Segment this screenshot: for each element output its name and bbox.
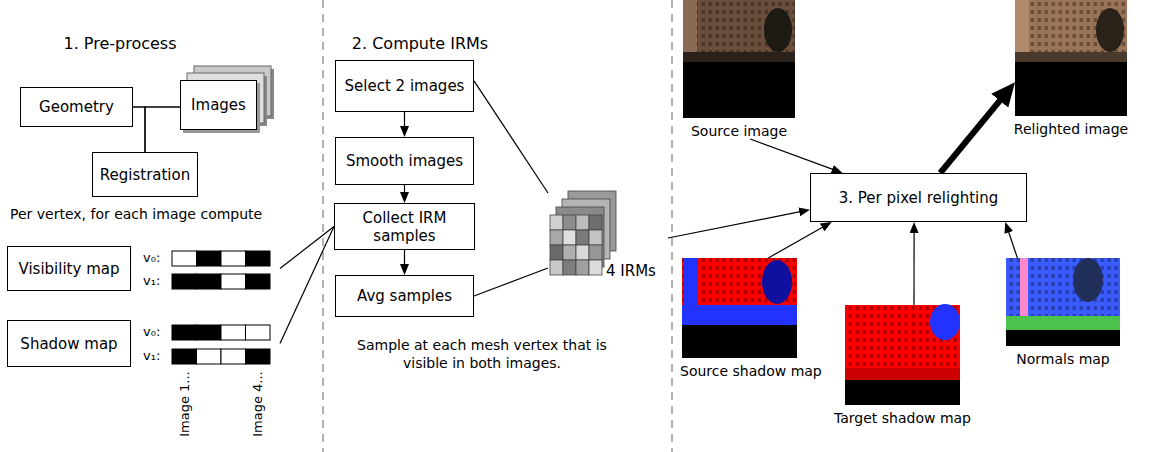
process-box: Smooth images [335, 137, 474, 185]
vertex-label: v₁: [143, 348, 160, 364]
box-label: Shadow map [20, 335, 117, 353]
source-photo [683, 0, 795, 118]
vertex-label: v₀: [143, 250, 160, 266]
target-shadow-picture [845, 304, 960, 405]
vertex-label: v₁: [143, 273, 160, 289]
section-divider [323, 0, 324, 452]
connector [474, 268, 548, 296]
section-title: 2. Compute IRMs [352, 34, 488, 53]
panel-caption: Source shadow map [680, 363, 822, 379]
relighted-photo [1015, 0, 1127, 116]
box-label: 3. Per pixel relighting [839, 189, 999, 207]
panel-caption: Normals map [1016, 351, 1110, 367]
connector [133, 107, 145, 152]
panel-caption: Target shadow map [834, 410, 971, 426]
process-box: Registration [92, 152, 198, 197]
image-index-label: Image 4... [250, 371, 266, 437]
note-text: Per vertex, for each image compute [10, 206, 262, 223]
box-label: Smooth images [346, 152, 463, 170]
map-panel: Normals map [1006, 258, 1120, 367]
photo-panel: Relighted image [1015, 0, 1127, 137]
note-text: Sample at each mesh vertex that is visib… [338, 337, 626, 372]
normals-picture [1006, 258, 1120, 346]
section-divider [672, 0, 673, 452]
connector [280, 227, 334, 344]
photo-panel: Source image [683, 0, 795, 139]
stack-label: 4 IRMs [606, 262, 656, 280]
map-box: Shadow map [7, 320, 131, 367]
connector [668, 211, 804, 238]
box-label: Registration [100, 166, 190, 184]
process-box: Collect IRM samples [334, 203, 475, 250]
connector [1007, 228, 1017, 258]
box-label: Geometry [39, 98, 114, 116]
visibility-bars [172, 251, 270, 289]
panel-caption: Relighted image [1014, 121, 1128, 137]
box-label: Visibility map [19, 260, 120, 278]
process-box: Select 2 images [335, 60, 474, 112]
map-box: Visibility map [7, 246, 131, 291]
panel-caption: Source image [691, 123, 787, 139]
process-box: 3. Per pixel relighting [810, 173, 1027, 222]
process-box: Avg samples [335, 275, 474, 317]
connector [913, 228, 914, 305]
source-shadow-picture [682, 258, 797, 358]
connector [474, 81, 548, 193]
shadow-bars [172, 325, 270, 364]
result-arrow [940, 93, 1006, 173]
box-label: Images [191, 96, 246, 114]
process-box: Geometry [20, 87, 133, 127]
connector [145, 107, 180, 152]
vertex-label: v₀: [143, 324, 160, 340]
image-index-label: Image 1... [177, 371, 193, 437]
map-panel: Source shadow map [682, 258, 797, 379]
section-title: 1. Pre-process [63, 34, 176, 53]
connector [404, 185, 405, 197]
connector [404, 112, 405, 131]
irm-stack: 4 IRMs [548, 188, 668, 288]
connector [404, 250, 405, 269]
connector [280, 227, 334, 269]
map-panel: Target shadow map [845, 305, 960, 426]
connector [750, 139, 837, 171]
connector [768, 225, 826, 258]
image-stack-box: Images [180, 80, 257, 130]
box-label: Collect IRM samples [342, 209, 467, 245]
box-label: Select 2 images [345, 77, 465, 95]
box-label: Avg samples [357, 287, 452, 305]
